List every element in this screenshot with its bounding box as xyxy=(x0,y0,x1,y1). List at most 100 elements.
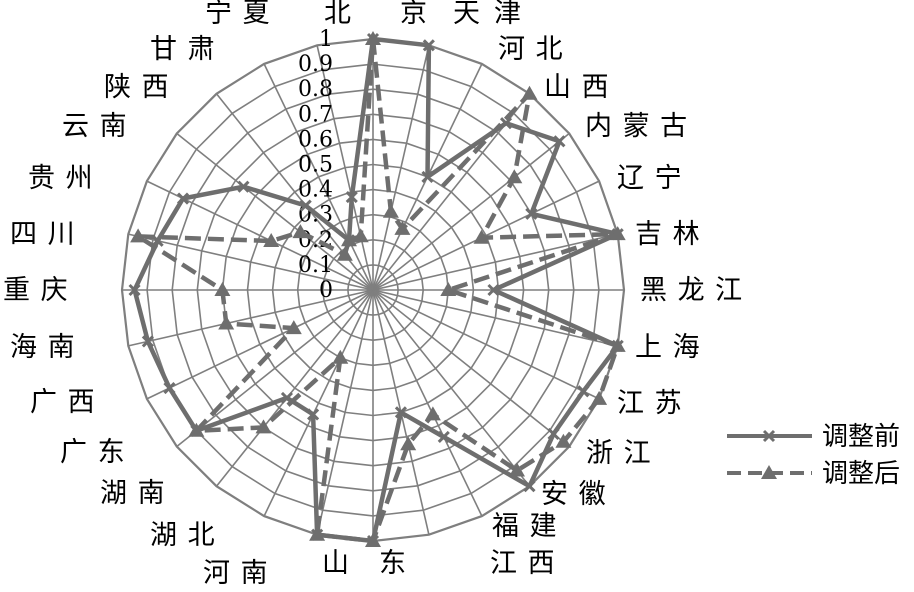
category-label: 安 徽 xyxy=(541,479,607,510)
category-label: 山 xyxy=(322,548,350,579)
data-point-x xyxy=(523,480,536,493)
grid-spoke xyxy=(176,289,374,448)
category-label: 上 海 xyxy=(635,332,701,363)
category-label: 广 西 xyxy=(30,387,96,418)
data-point-x xyxy=(163,381,176,395)
data-point-triangle xyxy=(365,31,381,45)
data-point-triangle xyxy=(292,224,309,239)
data-point-x xyxy=(128,283,141,297)
data-point-triangle xyxy=(521,85,538,100)
data-point-x xyxy=(394,406,407,419)
grid-spoke xyxy=(263,289,374,517)
data-point-triangle xyxy=(591,390,608,405)
legend-label: 调整前 xyxy=(822,422,900,452)
data-point-triangle xyxy=(218,315,235,330)
grid-spoke xyxy=(372,289,531,487)
data-point-x xyxy=(553,135,566,148)
data-point-triangle xyxy=(352,228,369,243)
category-label: 宁 夏 xyxy=(205,0,271,29)
grid-spoke xyxy=(128,289,374,347)
tick-label: 0 xyxy=(319,278,333,303)
grid-spoke xyxy=(372,289,618,347)
category-label: 河 南 xyxy=(203,558,269,587)
data-point-triangle xyxy=(341,232,357,247)
data-point-triangle xyxy=(332,349,349,364)
grid-spoke xyxy=(146,289,374,400)
tick-label: 1 xyxy=(319,27,333,52)
grid-spoke xyxy=(372,132,570,291)
category-label: 云 南 xyxy=(62,111,128,142)
category-label: 津 xyxy=(494,0,522,29)
data-point-x xyxy=(280,391,293,404)
grid-spoke xyxy=(128,233,374,291)
data-point-x xyxy=(141,335,154,348)
data-point-x xyxy=(345,190,358,204)
data-point-triangle xyxy=(285,320,302,335)
radar-grid xyxy=(120,37,626,543)
data-point-triangle xyxy=(424,406,441,421)
data-point-triangle xyxy=(309,526,326,541)
category-label: 海 南 xyxy=(10,332,76,363)
grid-spoke xyxy=(263,63,374,291)
category-label: 陕 西 xyxy=(104,72,170,103)
data-point-triangle xyxy=(473,229,490,244)
category-label: 辽 宁 xyxy=(617,163,683,194)
tick-label: 0.1 xyxy=(298,253,333,278)
grid-spoke xyxy=(316,45,374,291)
data-point-x xyxy=(762,429,776,443)
category-label: 重 庆 xyxy=(3,275,69,306)
category-label: 天 xyxy=(453,0,481,29)
category-labels: 北京天津河 北山 西内 蒙 古辽 宁吉 林黑 龙 江上 海江 苏浙 江安 徽福 … xyxy=(3,0,743,589)
data-point-triangle xyxy=(440,282,457,296)
grid-spoke xyxy=(176,132,374,291)
tick-label: 0.4 xyxy=(298,178,333,203)
category-label: 吉 林 xyxy=(635,219,701,250)
data-point-x xyxy=(299,199,312,212)
legend-label: 调整后 xyxy=(822,459,900,489)
data-point-triangle xyxy=(365,533,381,547)
data-point-x xyxy=(422,39,435,52)
category-label: 湖 北 xyxy=(150,520,216,551)
tick-label: 0.6 xyxy=(298,127,333,152)
category-label: 黑 龙 江 xyxy=(640,275,743,306)
data-point-triangle xyxy=(214,282,231,296)
category-label: 江 苏 xyxy=(617,388,683,419)
data-point-x xyxy=(487,283,500,297)
data-point-x xyxy=(525,207,538,220)
data-point-triangle xyxy=(255,419,272,434)
grid-spoke xyxy=(316,289,374,535)
category-label: 广 东 xyxy=(60,437,126,468)
category-label: 贵 州 xyxy=(28,163,94,194)
data-point-x xyxy=(307,408,320,421)
tick-label: 0.7 xyxy=(298,102,333,127)
category-label: 内 蒙 古 xyxy=(585,111,688,142)
tick-label: 0.9 xyxy=(298,52,333,77)
category-label: 湖 南 xyxy=(100,478,166,509)
category-label: 四 川 xyxy=(10,219,76,250)
category-label: 北 xyxy=(324,0,352,29)
category-label: 河 北 xyxy=(498,34,564,65)
category-label: 江 西 xyxy=(490,548,556,579)
grid-spoke xyxy=(372,233,618,291)
category-label: 东 xyxy=(379,548,407,579)
tick-label: 0.8 xyxy=(298,77,333,102)
data-point-x xyxy=(577,385,590,398)
category-label: 京 xyxy=(400,0,428,29)
grid-spoke xyxy=(372,289,600,400)
series-layer xyxy=(128,31,626,548)
data-point-triangle xyxy=(609,337,626,352)
data-point-triangle xyxy=(263,233,280,247)
legend-item-1: 调整前 xyxy=(727,422,900,452)
grid-spoke xyxy=(215,289,374,487)
data-point-triangle xyxy=(509,462,525,477)
data-point-x xyxy=(237,180,250,193)
data-point-triangle xyxy=(336,246,353,261)
grid-spoke xyxy=(372,289,483,517)
category-label: 山 西 xyxy=(544,72,610,103)
data-point-triangle xyxy=(130,228,147,243)
tick-label: 0.5 xyxy=(298,153,333,178)
data-point-triangle xyxy=(609,226,626,241)
data-point-triangle xyxy=(761,465,777,479)
